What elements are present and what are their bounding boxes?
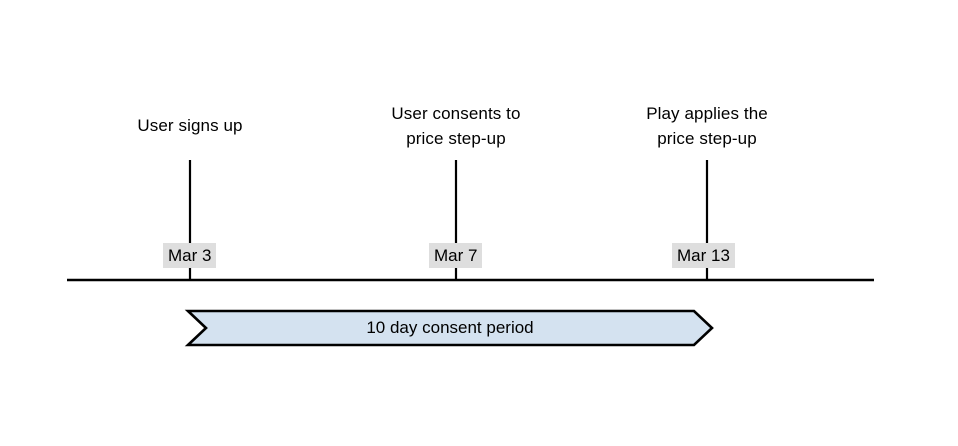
consent-period-banner-shape xyxy=(184,309,714,347)
date-chip-mar-7: Mar 7 xyxy=(429,243,483,268)
consent-period-banner-label: 10 day consent period xyxy=(366,318,534,337)
event-caption-user-signs-up: User signs up xyxy=(137,116,243,135)
event-caption-play-applies-step-up: Play applies the price step-up xyxy=(646,104,768,148)
date-chip-mar-3: Mar 3 xyxy=(163,243,217,268)
event-caption-user-consents: User consents to price step-up xyxy=(391,104,521,148)
date-chip-mar-13: Mar 13 xyxy=(672,243,735,268)
